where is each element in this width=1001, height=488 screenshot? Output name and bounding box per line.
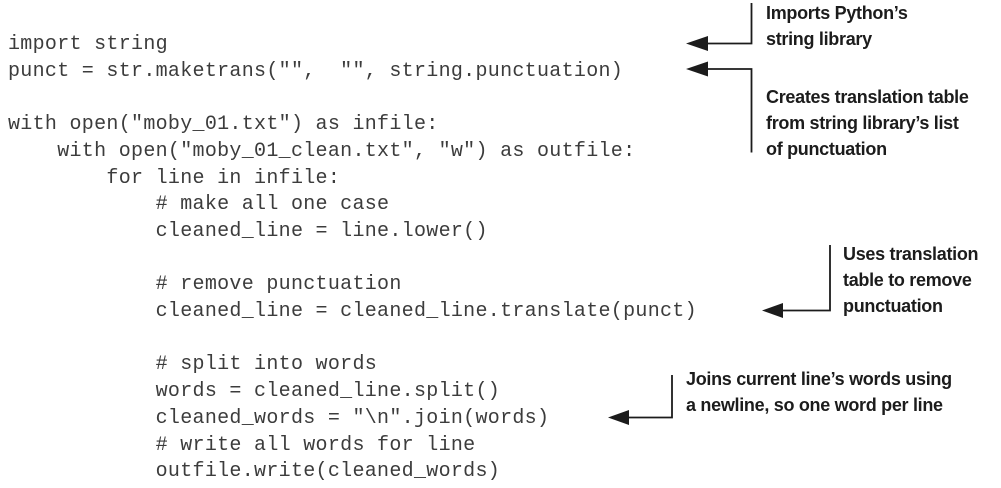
callout-text-uses-translation-table: Uses translation table to remove punctua… — [843, 244, 979, 316]
left-arrow-icon-translate — [762, 245, 831, 318]
code-listing: import string punct = str.maketrans("", … — [8, 33, 697, 484]
callout-text-creates-translation-table: Creates translation table from string li… — [766, 87, 969, 159]
callout-text-imports-string-library: Imports Python’s string library — [766, 3, 908, 49]
callout-text-joins-words-newline: Joins current line’s words using a newli… — [686, 369, 952, 415]
